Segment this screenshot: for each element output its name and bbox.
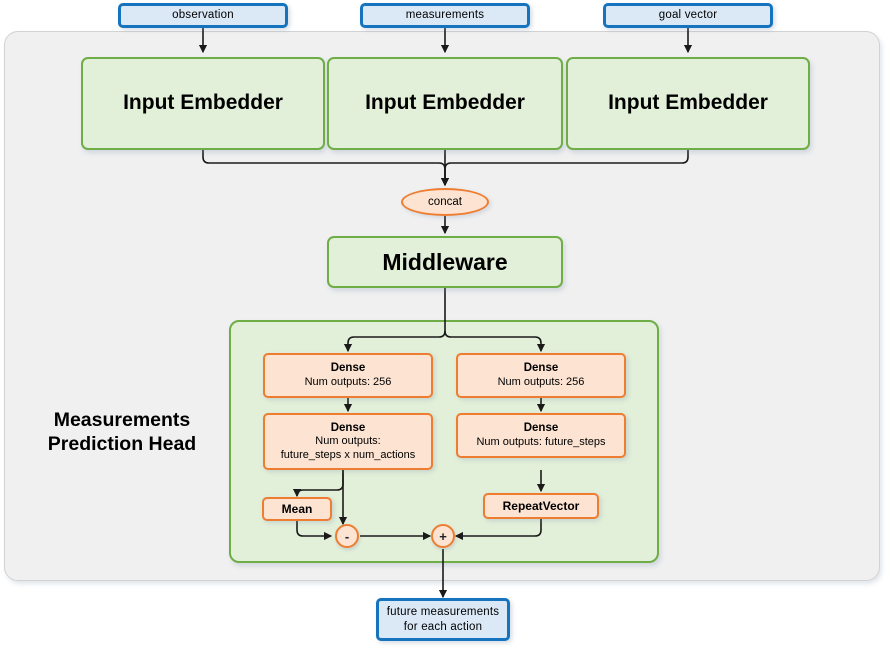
input-box-goal-vector-label: goal vector: [658, 9, 718, 22]
concat-label: concat: [428, 195, 462, 208]
input-box-observation-label: observation: [172, 9, 234, 22]
concat-node[interactable]: concat: [401, 188, 489, 216]
prediction-head-caption-line1: Measurements: [53, 409, 191, 431]
middleware-label: Middleware: [382, 248, 508, 275]
input-embedder-measurements[interactable]: Input Embedder: [327, 57, 563, 150]
dense-left-future-title: Dense: [330, 421, 366, 434]
middleware-block[interactable]: Middleware: [327, 236, 563, 288]
mean-block[interactable]: Mean: [262, 497, 332, 521]
dense-left-future-sub2: future_steps x num_actions: [280, 448, 416, 461]
repeatvector-block[interactable]: RepeatVector: [483, 493, 599, 519]
repeatvector-label: RepeatVector: [502, 498, 580, 513]
subtract-operator-label: -: [344, 528, 350, 544]
add-operator-label: +: [439, 528, 447, 544]
dense-left-256[interactable]: Dense Num outputs: 256: [263, 353, 433, 398]
prediction-head-caption: Measurements Prediction Head: [22, 408, 222, 457]
input-embedder-goal-vector-label: Input Embedder: [608, 91, 768, 115]
output-box-line2: for each action: [403, 620, 483, 633]
input-box-measurements-label: measurements: [405, 9, 485, 22]
dense-right-256[interactable]: Dense Num outputs: 256: [456, 353, 626, 398]
dense-right-future-sub: Num outputs: future_steps: [476, 435, 606, 448]
mean-label: Mean: [281, 501, 313, 516]
output-box-line1: future measurements: [386, 606, 500, 619]
add-operator[interactable]: +: [431, 524, 455, 548]
input-embedder-observation-label: Input Embedder: [123, 91, 283, 115]
input-box-goal-vector[interactable]: goal vector: [603, 3, 773, 28]
input-embedder-measurements-label: Input Embedder: [365, 91, 525, 115]
dense-left-256-sub: Num outputs: 256: [304, 375, 392, 388]
dense-right-future-title: Dense: [523, 422, 559, 435]
subtract-operator[interactable]: -: [335, 524, 359, 548]
dense-left-future-sub1: Num outputs:: [315, 434, 381, 447]
prediction-head-caption-line2: Prediction Head: [47, 433, 197, 456]
dense-right-256-title: Dense: [523, 362, 559, 375]
input-embedder-observation[interactable]: Input Embedder: [81, 57, 325, 150]
output-box-future-measurements[interactable]: future measurements for each action: [376, 598, 510, 641]
dense-left-256-title: Dense: [330, 362, 366, 375]
input-box-measurements[interactable]: measurements: [360, 3, 530, 28]
dense-right-256-sub: Num outputs: 256: [497, 375, 585, 388]
dense-right-future-steps[interactable]: Dense Num outputs: future_steps: [456, 413, 626, 458]
input-embedder-goal-vector[interactable]: Input Embedder: [566, 57, 810, 150]
dense-left-future-steps-num-actions[interactable]: Dense Num outputs: future_steps x num_ac…: [263, 413, 433, 470]
input-box-observation[interactable]: observation: [118, 3, 288, 28]
